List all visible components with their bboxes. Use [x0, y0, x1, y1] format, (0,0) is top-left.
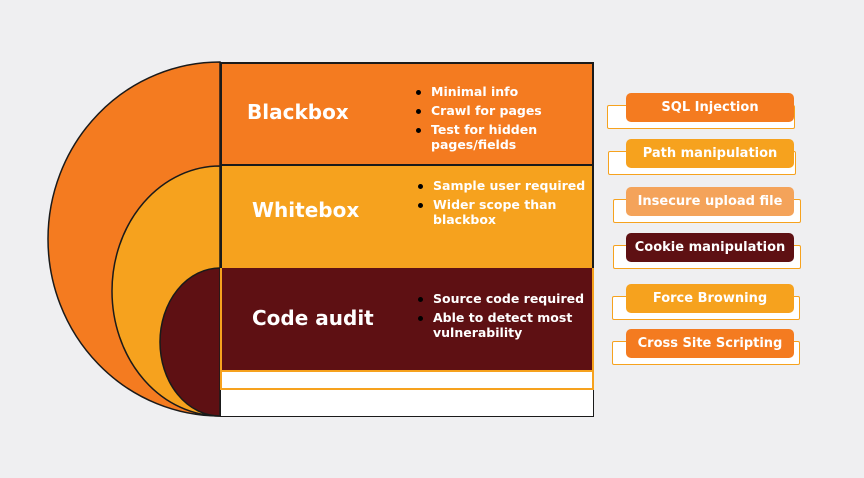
bullet-item: Wider scope than blackbox [418, 197, 588, 227]
arc-code-audit [159, 267, 221, 417]
tag-label: Cookie manipulation [626, 233, 794, 262]
tag-label: Insecure upload file [626, 187, 794, 216]
tag-label: SQL Injection [626, 93, 794, 122]
base-bar-top [220, 370, 594, 390]
attack-tag-insecure-upload-file: Insecure upload file [613, 187, 826, 223]
layer-bullets: Sample user required Wider scope than bl… [418, 178, 588, 231]
layer-title: Whitebox [252, 198, 360, 222]
bullet-item: Sample user required [418, 178, 588, 193]
tag-label: Cross Site Scripting [626, 329, 794, 358]
layer-title: Blackbox [247, 100, 349, 124]
bullet-item: Minimal info [416, 84, 566, 99]
base-bar-bottom [220, 390, 594, 417]
attack-tag-cross-site-scripting: Cross Site Scripting [612, 329, 826, 365]
layer-whitebox: Whitebox Sample user required Wider scop… [220, 166, 594, 268]
bullet-item: Source code required [418, 291, 588, 306]
attack-tag-force-browning: Force Browning [612, 284, 826, 320]
tag-label: Path manipulation [626, 139, 794, 168]
layer-code-audit: Code audit Source code required Able to … [220, 268, 594, 370]
layer-bullets: Minimal info Crawl for pages Test for hi… [416, 84, 566, 156]
tag-label: Force Browning [626, 284, 794, 313]
bullet-item: Able to detect most vulnerability [418, 310, 588, 340]
layer-bullets: Source code required Able to detect most… [418, 291, 588, 344]
bullet-item: Test for hidden pages/fields [416, 122, 566, 152]
attack-tag-path-manipulation: Path manipulation [608, 139, 826, 175]
bullet-item: Crawl for pages [416, 103, 566, 118]
attack-tag-cookie-manipulation: Cookie manipulation [613, 233, 826, 269]
attack-tag-sql-injection: SQL Injection [607, 93, 823, 129]
layer-title: Code audit [252, 306, 374, 330]
layer-blackbox: Blackbox Minimal info Crawl for pages Te… [220, 62, 594, 166]
